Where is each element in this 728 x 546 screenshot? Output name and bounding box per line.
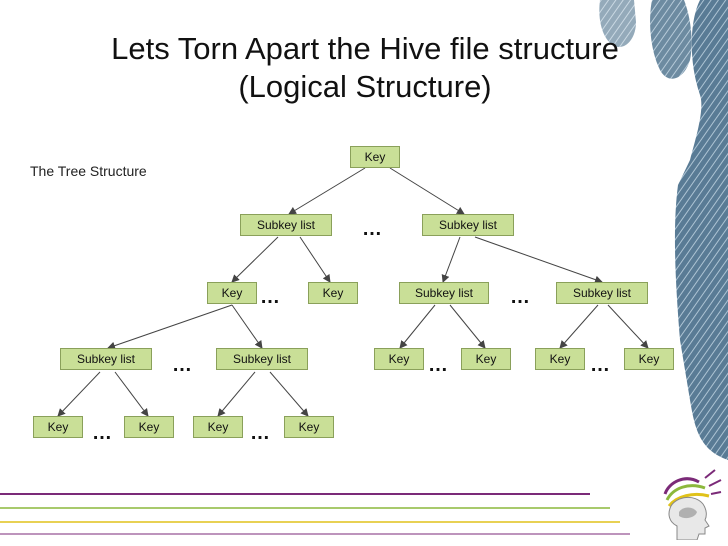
edge-l1left-keyb [299,236,331,283]
node-l3-subkey-list-b: Subkey list [216,348,308,370]
node-l2-subkey-list-a: Subkey list [399,282,489,304]
ellipsis-l2-right: … [510,286,530,308]
edge-root-l1-left [288,167,366,215]
node-l2-subkey-list-b: Subkey list [556,282,648,304]
edge-l1right-subb [474,236,603,284]
node-l4-key-b: Key [124,416,174,438]
node-l1-subkey-list-left: Subkey list [240,214,332,236]
edge-l3suba-keya [57,371,101,417]
edge-suba-keyb [449,304,486,349]
node-l1-subkey-list-right: Subkey list [422,214,514,236]
edge-l3subb-keyd [269,371,309,417]
edge-keya-l3subb [231,304,263,349]
slide-title-line2: (Logical Structure) [238,69,492,104]
node-root-key: Key [350,146,400,168]
footer-decoration [0,493,630,535]
node-l3-subkey-list-a: Subkey list [60,348,152,370]
node-l3-key-b: Key [461,348,511,370]
edge-l3suba-keyb [114,371,149,417]
edge-l3subb-keyc [217,371,256,417]
node-l3-key-d: Key [624,348,674,370]
head-logo-icon [663,469,722,540]
edge-root-l1-right [389,167,465,215]
ellipsis-l3-right: … [590,354,610,376]
node-l3-key-a: Key [374,348,424,370]
edge-l1right-suba [441,236,461,283]
ellipsis-l3-left: … [172,354,192,376]
node-l4-key-d: Key [284,416,334,438]
ellipsis-l1: … [362,218,382,240]
slide-title: Lets Torn Apart the Hive file structure … [40,30,690,106]
edge-subb-keyc [559,304,599,349]
node-l3-key-c: Key [535,348,585,370]
node-l2-key-b: Key [308,282,358,304]
node-l4-key-a: Key [33,416,83,438]
diagram-subtitle: The Tree Structure [30,163,147,179]
node-l2-key-a: Key [207,282,257,304]
edge-subb-keyd [607,304,649,349]
edge-keya-l3suba [107,304,233,350]
edge-l1left-keya [231,236,279,283]
ellipsis-l4-right: … [250,422,270,444]
edge-suba-keya [399,304,436,349]
ellipsis-l4-left: … [92,422,112,444]
ellipsis-l3-mid: … [428,354,448,376]
node-l4-key-c: Key [193,416,243,438]
slide-title-line1: Lets Torn Apart the Hive file structure [111,31,619,66]
ellipsis-l2-left: … [260,286,280,308]
